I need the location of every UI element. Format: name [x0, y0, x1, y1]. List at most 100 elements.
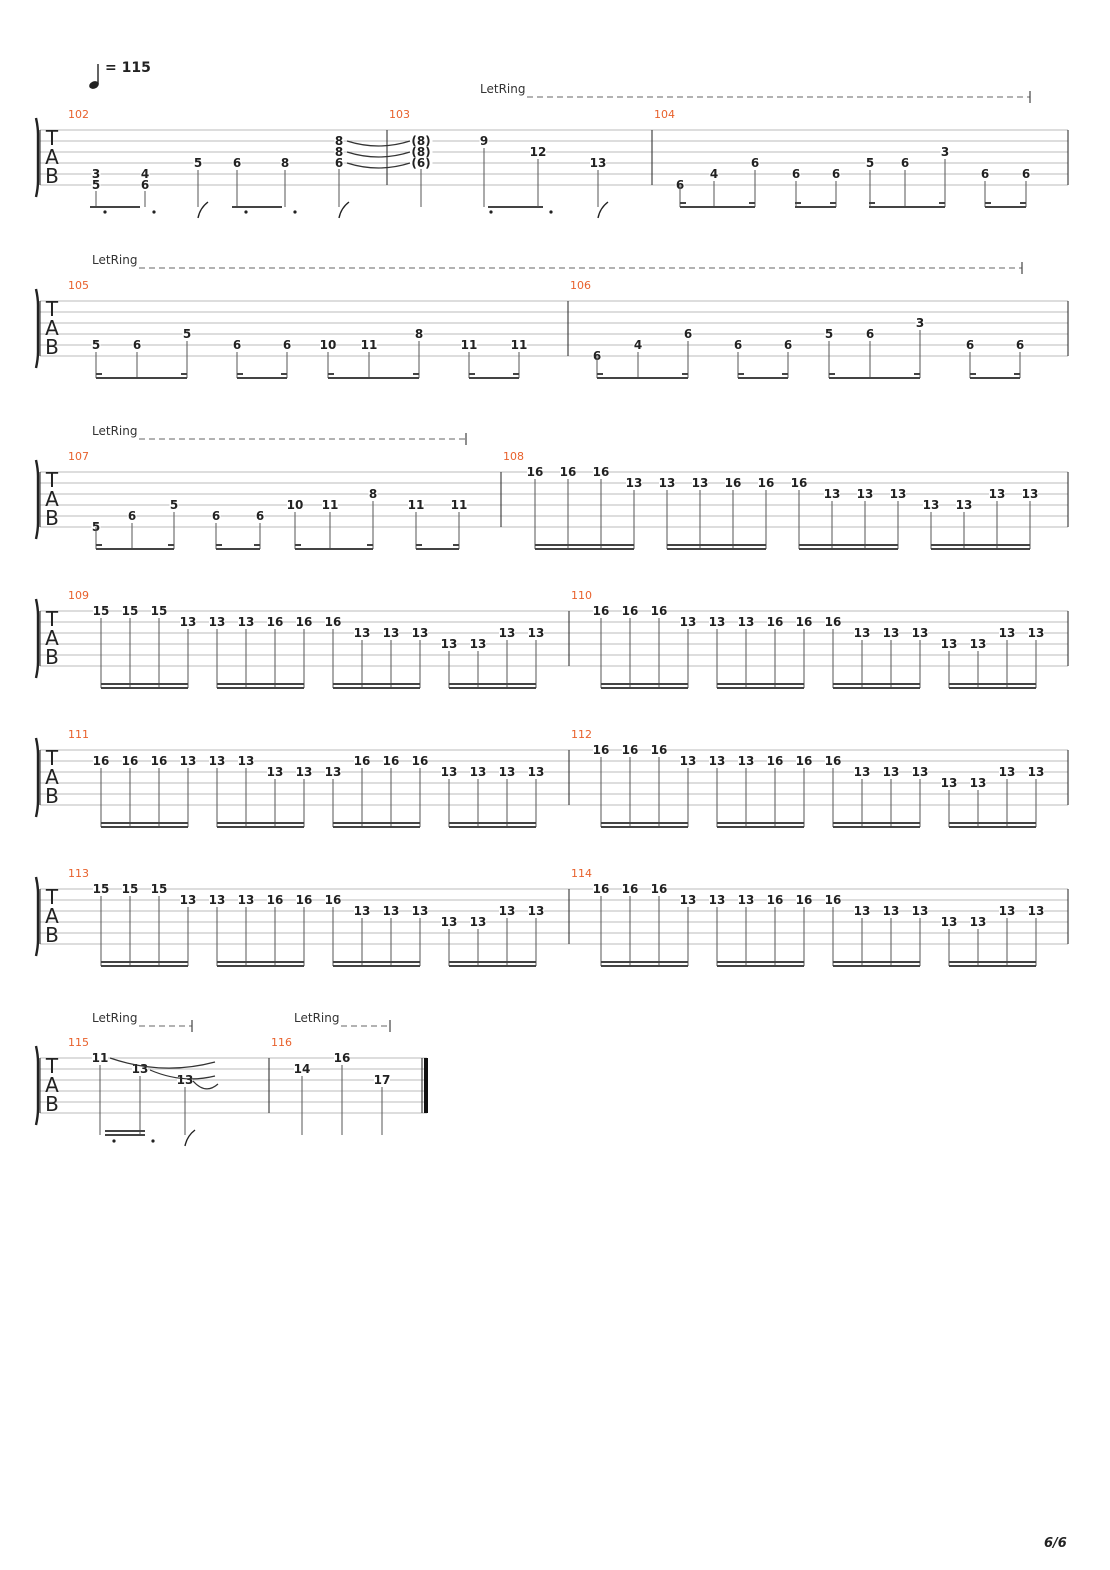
- fret-number: 16: [825, 893, 842, 907]
- fret-number: 13: [626, 476, 643, 490]
- fret-knockout: [409, 135, 433, 147]
- fret-number: 13: [267, 765, 284, 779]
- fret-number: 16: [791, 476, 808, 490]
- measure-number: 104: [654, 108, 675, 121]
- fret-number: (8): [411, 134, 430, 148]
- fret-number: 16: [122, 754, 139, 768]
- fret-knockout: [91, 168, 101, 180]
- fret-number: 13: [659, 476, 676, 490]
- fret-knockout: [1028, 905, 1044, 917]
- fret-knockout: [767, 616, 783, 628]
- fret-knockout: [1021, 168, 1031, 180]
- fret-knockout: [831, 168, 841, 180]
- fret-knockout: [414, 328, 424, 340]
- fret-knockout: [890, 488, 906, 500]
- measure-number: 106: [570, 279, 591, 292]
- fret-number: 13: [883, 765, 900, 779]
- fret-number: 13: [499, 626, 516, 640]
- fret-knockout: [530, 146, 546, 158]
- fret-number: 13: [177, 1073, 194, 1087]
- fret-number: 13: [470, 765, 487, 779]
- fret-number: 16: [767, 615, 784, 629]
- fret-number: 13: [680, 754, 697, 768]
- fret-number: 13: [383, 626, 400, 640]
- fret-number: 15: [93, 604, 110, 618]
- fret-knockout: [622, 605, 638, 617]
- fret-knockout: [528, 627, 544, 639]
- fret-number: 13: [1028, 626, 1045, 640]
- fret-number: 6: [866, 327, 874, 341]
- fret-knockout: [915, 317, 925, 329]
- fret-knockout: [738, 616, 754, 628]
- fret-number: 3: [92, 167, 100, 181]
- fret-number: 5: [866, 156, 874, 170]
- tab-clef-letter: B: [45, 164, 59, 188]
- system-bracket: [34, 288, 40, 369]
- fret-number: 13: [354, 904, 371, 918]
- fret-number: 16: [151, 754, 168, 768]
- fret-number: 16: [651, 882, 668, 896]
- fret-knockout: [409, 157, 433, 169]
- fret-knockout: [883, 627, 899, 639]
- fret-knockout: [470, 766, 486, 778]
- tab-clef-letter: B: [45, 335, 59, 359]
- tab-clef-letter: B: [45, 923, 59, 947]
- fret-number: 13: [956, 498, 973, 512]
- fret-knockout: [560, 466, 576, 478]
- note-flag: [597, 201, 609, 219]
- fret-number: 13: [180, 754, 197, 768]
- fret-number: 16: [325, 615, 342, 629]
- fret-number: 13: [883, 904, 900, 918]
- fret-knockout: [912, 627, 928, 639]
- fret-number: 16: [825, 754, 842, 768]
- fret-number: 17: [374, 1073, 391, 1087]
- letring-label: LetRing: [294, 1011, 339, 1025]
- measure-number: 114: [571, 867, 592, 880]
- fret-knockout: [280, 157, 290, 169]
- fret-knockout: [91, 179, 101, 191]
- fret-number: 4: [634, 338, 642, 352]
- note-flag: [338, 201, 350, 219]
- tab-clef-letter: T: [45, 297, 59, 321]
- fret-number: 5: [170, 498, 178, 512]
- system-bracket: [34, 117, 40, 198]
- fret-number: 13: [709, 754, 726, 768]
- system-bracket: [34, 1045, 40, 1126]
- fret-number: 13: [912, 765, 929, 779]
- fret-knockout: [900, 157, 910, 169]
- system-bracket: [34, 598, 40, 679]
- fret-knockout: [334, 146, 344, 158]
- fret-number: 6: [212, 509, 220, 523]
- tie-arc: [346, 151, 411, 158]
- tempo-value: = 115: [105, 60, 151, 76]
- fret-knockout: [238, 894, 254, 906]
- fret-knockout: [383, 627, 399, 639]
- fret-knockout: [683, 328, 693, 340]
- fret-knockout: [169, 499, 179, 511]
- tab-clef-letter: A: [45, 765, 59, 789]
- fret-knockout: [970, 638, 986, 650]
- fret-number: 3: [916, 316, 924, 330]
- fret-number: 16: [325, 893, 342, 907]
- fret-knockout: [334, 135, 344, 147]
- fret-number: 11: [511, 338, 528, 352]
- letring-label: LetRing: [480, 82, 525, 96]
- fret-knockout: [709, 755, 725, 767]
- fret-knockout: [499, 627, 515, 639]
- fret-number: 13: [238, 615, 255, 629]
- fret-knockout: [970, 777, 986, 789]
- fret-knockout: [593, 883, 609, 895]
- fret-number: 13: [238, 893, 255, 907]
- fret-knockout: [361, 339, 377, 351]
- fret-knockout: [296, 766, 312, 778]
- fret-knockout: [91, 339, 101, 351]
- system-bracket: [34, 459, 40, 540]
- tab-clef-letter: B: [45, 784, 59, 808]
- fret-knockout: [294, 1063, 310, 1075]
- fret-knockout: [857, 488, 873, 500]
- fret-knockout: [470, 916, 486, 928]
- fret-number: 6: [966, 338, 974, 352]
- tab-clef-letter: B: [45, 645, 59, 669]
- measure-number: 112: [571, 728, 592, 741]
- fret-number: 13: [470, 637, 487, 651]
